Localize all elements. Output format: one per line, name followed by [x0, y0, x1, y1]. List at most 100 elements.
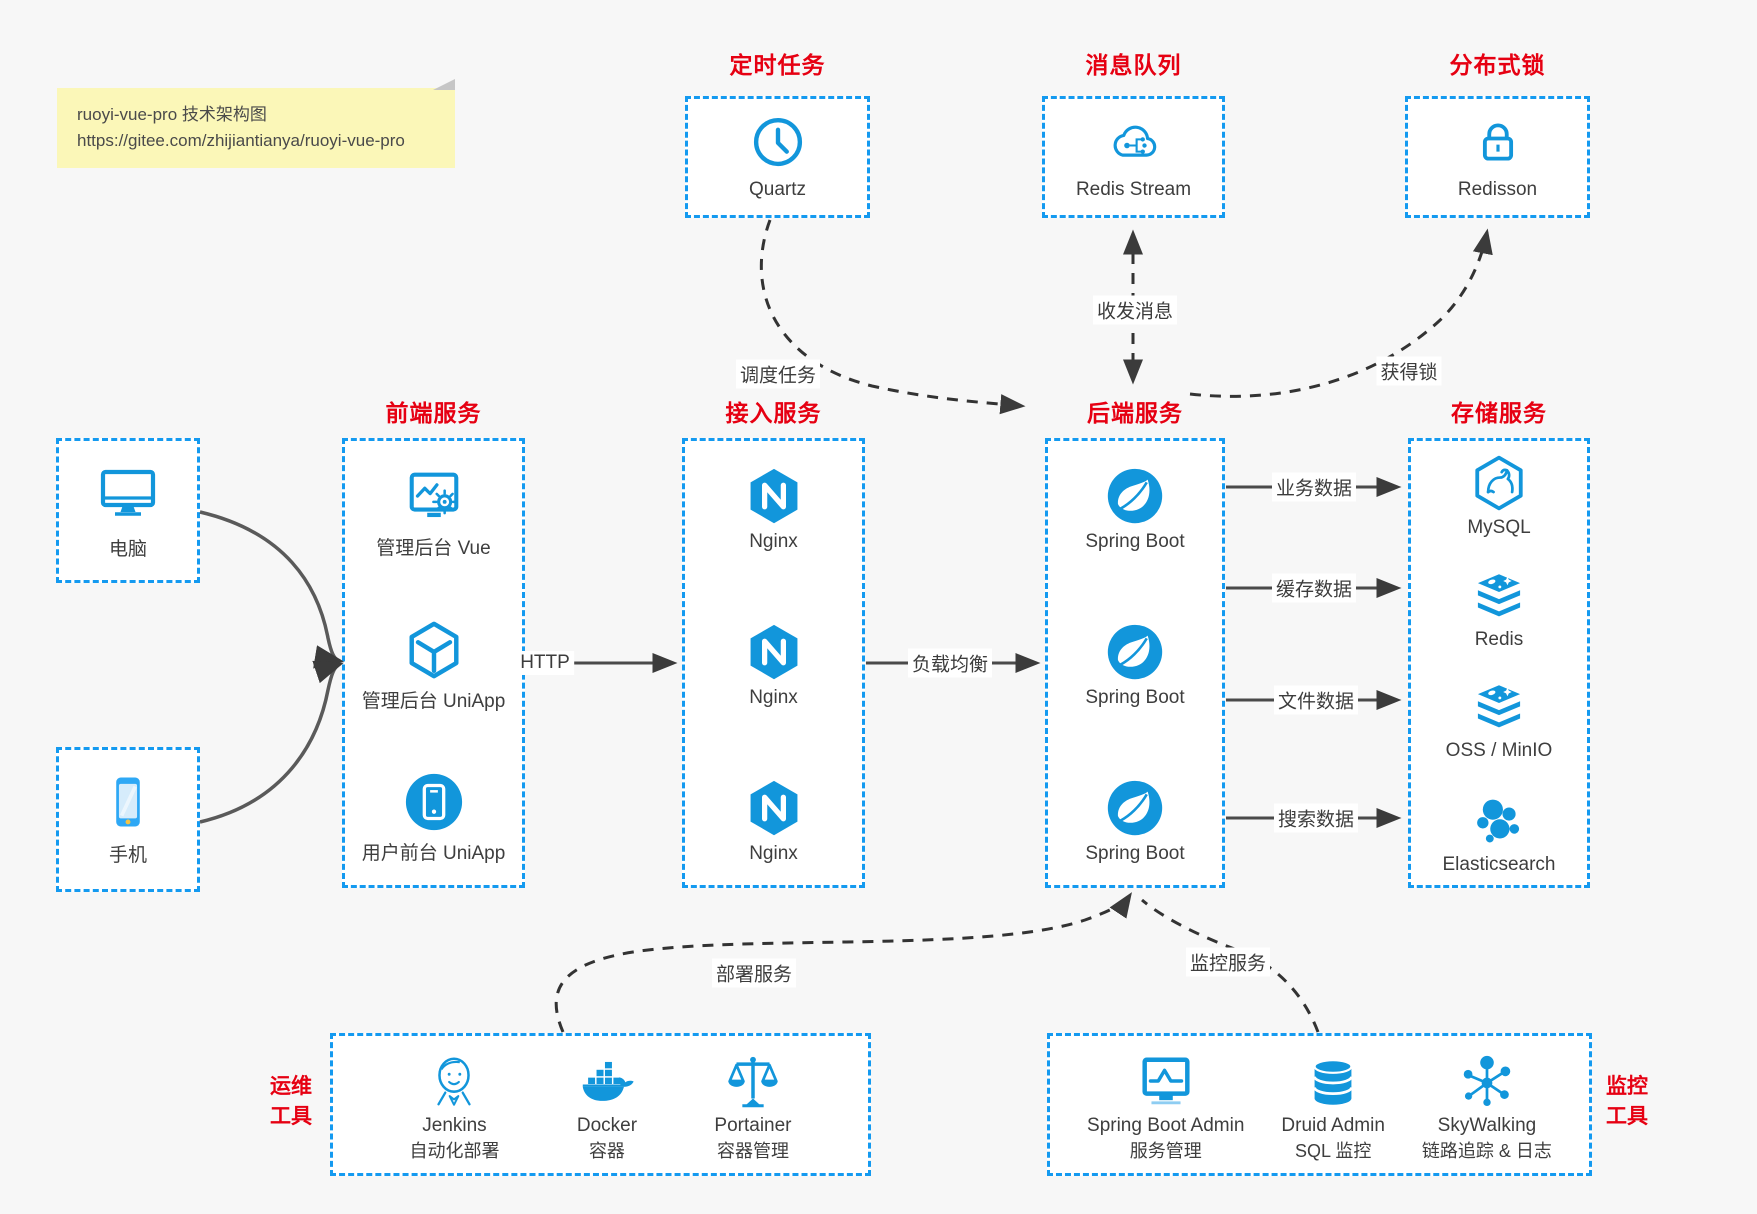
node-nginx-2: Nginx [685, 622, 862, 709]
node-portainer: Portainer 容器管理 [714, 1051, 792, 1163]
clock-icon [750, 114, 806, 170]
title-storage-services: 存储服务 [1451, 400, 1547, 426]
box-redisson: Redisson [1405, 96, 1590, 218]
box-quartz: Quartz [685, 96, 870, 218]
edge-computer-frontend [199, 510, 345, 669]
spring-leaf-icon [1105, 466, 1165, 526]
node-label: MySQL [1467, 517, 1531, 538]
title-scheduled-tasks: 定时任务 [729, 52, 826, 78]
box-computer: 电脑 [56, 438, 200, 583]
tool-desc: 链路追踪 & 日志 [1421, 1141, 1552, 1161]
nginx-icon [744, 778, 804, 838]
edge-label-cache-data: 缓存数据 [1271, 573, 1357, 603]
box-redis-stream: Redis Stream [1042, 96, 1225, 218]
spring-leaf-icon [1105, 622, 1165, 682]
node-nginx-1: Nginx [685, 466, 862, 553]
monitor-pulse-icon [1135, 1051, 1197, 1113]
title-frontend-services: 前端服务 [385, 400, 482, 426]
title-backend-services: 后端服务 [1087, 400, 1183, 426]
label-ops-tools: 运维 工具 [236, 1072, 312, 1132]
edge-phone-frontend [199, 660, 344, 824]
node-label: 电脑 [108, 538, 147, 560]
label-monitor-line1: 监控 [1606, 1075, 1648, 1098]
box-monitor-tools: Spring Boot Admin 服务管理 Druid Admin SQL 监… [1047, 1033, 1592, 1176]
label-ops-line2: 工具 [270, 1105, 312, 1128]
node-label: Nginx [749, 687, 798, 708]
node-springboot-admin: Spring Boot Admin 服务管理 [1087, 1051, 1244, 1163]
docker-whale-icon [576, 1051, 638, 1113]
node-jenkins: Jenkins 自动化部署 [409, 1051, 499, 1163]
node-label: Redisson [1457, 178, 1538, 200]
tool-desc: 容器管理 [716, 1141, 789, 1161]
sticky-note: ruoyi-vue-pro 技术架构图 https://gitee.com/zh… [57, 79, 455, 168]
edge-label-deploy-service: 部署服务 [711, 958, 797, 988]
topology-icon [1456, 1051, 1518, 1113]
node-label: Spring Boot [1085, 843, 1185, 864]
tool-name: Docker [576, 1115, 638, 1136]
node-springboot-2: Spring Boot [1048, 622, 1222, 709]
node-label: Redis [1474, 628, 1524, 650]
node-label: Quartz [748, 178, 807, 200]
tool-name: Spring Boot Admin [1087, 1115, 1245, 1136]
lock-icon [1470, 114, 1526, 170]
desktop-icon [96, 461, 160, 525]
jenkins-icon [423, 1051, 485, 1113]
tool-name: SkyWalking [1437, 1115, 1537, 1136]
edge-label-business-data: 业务数据 [1271, 472, 1357, 502]
edge-label-file-data: 文件数据 [1273, 685, 1359, 715]
edge-label-http: HTTP [516, 651, 574, 675]
uniapp-cube-icon [403, 619, 465, 681]
mobile-app-icon [403, 771, 465, 833]
edge-label-load-balance: 负载均衡 [907, 648, 993, 678]
node-nginx-3: Nginx [685, 778, 862, 865]
node-label: Nginx [749, 843, 798, 864]
layer-stack-icon [1470, 681, 1528, 735]
node-label: 管理后台 Vue [376, 538, 491, 559]
note-title: ruoyi-vue-pro 技术架构图 [77, 105, 267, 124]
tool-desc: 服务管理 [1129, 1141, 1202, 1161]
mysql-dolphin-icon [1470, 454, 1528, 512]
cloud-stream-icon [1104, 114, 1164, 170]
node-mysql: MySQL [1411, 454, 1587, 539]
edge-label-monitor-service: 监控服务 [1185, 947, 1271, 977]
node-elasticsearch: Elasticsearch [1411, 793, 1587, 876]
nginx-icon [744, 466, 804, 526]
admin-vue-icon [402, 466, 466, 528]
edge-label-search-data: 搜索数据 [1273, 803, 1359, 833]
node-label: 手机 [108, 844, 147, 866]
tool-name: Portainer [714, 1115, 792, 1136]
tool-desc: 自动化部署 [409, 1141, 500, 1161]
box-phone: 手机 [56, 747, 200, 892]
edge-label-schedule-task: 调度任务 [735, 359, 821, 389]
node-label: Elasticsearch [1442, 853, 1556, 875]
title-gateway-services: 接入服务 [725, 400, 822, 426]
tool-desc: SQL 监控 [1294, 1141, 1372, 1161]
node-springboot-3: Spring Boot [1048, 778, 1222, 865]
box-gateway: Nginx Nginx Nginx [682, 438, 865, 888]
node-skywalking: SkyWalking 链路追踪 & 日志 [1422, 1051, 1552, 1163]
note-fold-corner [433, 79, 455, 90]
box-frontend: 管理后台 Vue 管理后台 UniApp 用户前台 UniApp [342, 438, 525, 888]
node-label: 用户前台 UniApp [361, 843, 506, 864]
tool-name: Jenkins [422, 1115, 487, 1136]
title-message-queue: 消息队列 [1085, 52, 1182, 78]
edge-acquire-lock [1189, 228, 1493, 398]
node-oss-minio: OSS / MinIO [1411, 681, 1587, 762]
box-storage: MySQL Redis OSS / MinIO Elasticsearch [1408, 438, 1590, 888]
title-distributed-lock: 分布式锁 [1449, 52, 1546, 78]
edge-label-send-receive-msg: 收发消息 [1092, 295, 1178, 325]
node-springboot-1: Spring Boot [1048, 466, 1222, 553]
node-label: Redis Stream [1075, 178, 1192, 200]
tool-desc: 容器 [588, 1141, 625, 1161]
scales-icon [722, 1051, 784, 1113]
node-label: Spring Boot [1085, 531, 1185, 552]
box-ops-tools: Jenkins 自动化部署 Docker 容器 Portainer 容器管理 [330, 1033, 871, 1176]
elasticsearch-cluster-icon [1471, 793, 1527, 849]
database-icon [1302, 1051, 1364, 1113]
box-backend: Spring Boot Spring Boot Spring Boot [1045, 438, 1225, 888]
label-ops-line1: 运维 [270, 1075, 312, 1098]
tool-name: Druid Admin [1281, 1115, 1385, 1136]
node-admin-uniapp: 管理后台 UniApp [345, 619, 522, 713]
layer-stack-icon [1470, 570, 1528, 624]
edge-deploy-service [554, 892, 1132, 1033]
